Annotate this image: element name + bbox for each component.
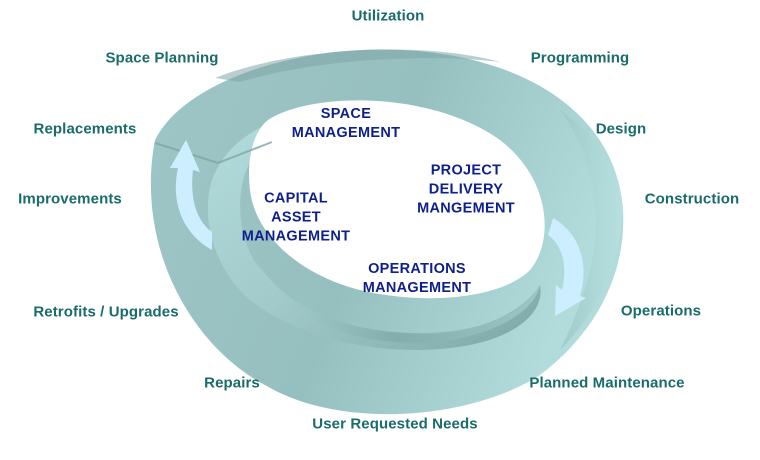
label-project-delivery-management: PROJECT DELIVERY MANGEMENT [417, 162, 515, 217]
label-operations: Operations [620, 302, 702, 320]
label-construction: Construction [644, 190, 740, 208]
label-programming: Programming [530, 49, 630, 67]
curved-arrow-down-icon [548, 218, 586, 316]
ring-seam [154, 141, 273, 165]
label-planned-maintenance: Planned Maintenance [529, 374, 685, 392]
label-utilization: Utilization [351, 7, 425, 25]
ring-right-edge [560, 110, 623, 350]
label-operations-management: OPERATIONS MANAGEMENT [362, 261, 472, 296]
label-design: Design [595, 120, 647, 138]
label-retrofits-upgrades: Retrofits / Upgrades [33, 303, 179, 321]
label-space-management: SPACE MANAGEMENT [291, 106, 401, 141]
label-space-planning: Space Planning [105, 49, 219, 67]
ring-inner-wall [207, 112, 541, 350]
label-replacements: Replacements [33, 120, 137, 138]
curved-arrow-up-icon [170, 140, 212, 250]
ring-hole [249, 100, 545, 299]
ring-inner-bottom [255, 260, 540, 343]
label-capital-asset-management: CAPITAL ASSET MANAGEMENT [241, 190, 351, 245]
label-repairs: Repairs [204, 374, 260, 392]
label-user-requested-needs: User Requested Needs [312, 415, 478, 433]
ring-top-crest [215, 49, 500, 82]
label-improvements: Improvements [18, 190, 122, 208]
